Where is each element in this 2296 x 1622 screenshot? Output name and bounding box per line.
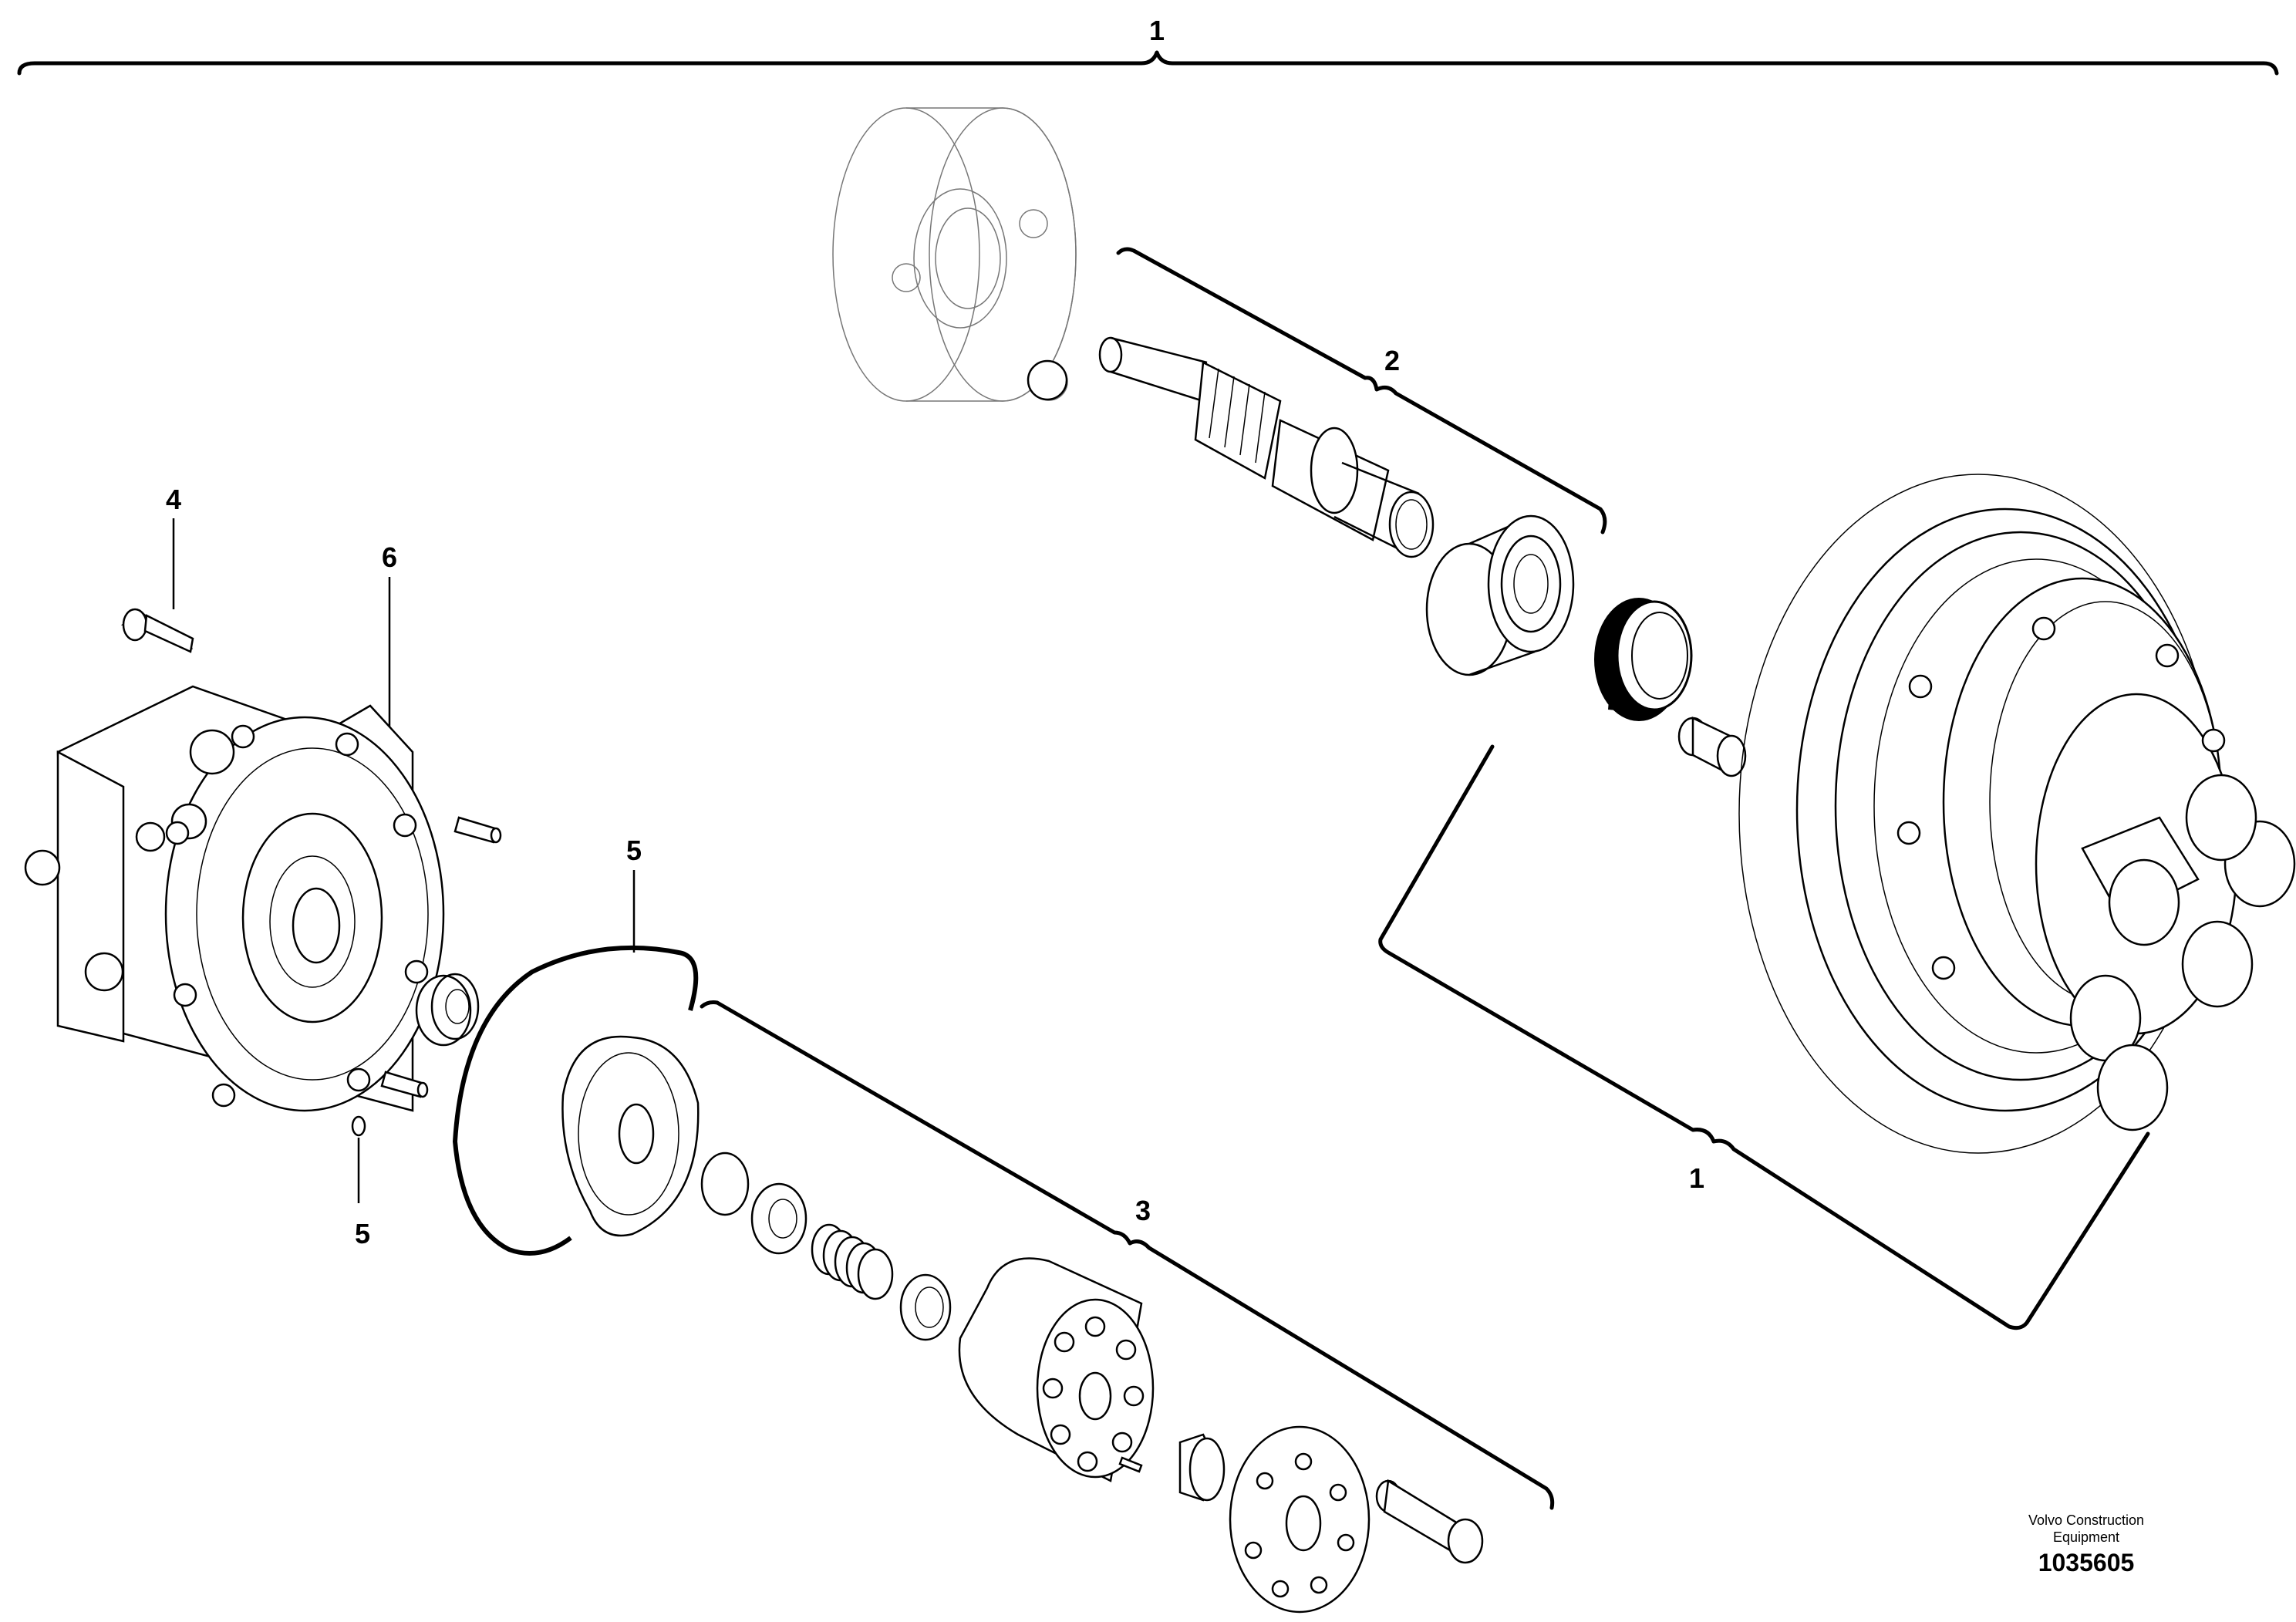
bolt [120, 518, 194, 653]
small-o-ring [351, 1115, 366, 1137]
small-bearing [415, 973, 480, 1047]
cylinder-block [958, 1257, 1155, 1482]
oil-seal [1594, 598, 1693, 721]
motor-housing [24, 685, 445, 1112]
valve-plate [561, 1035, 700, 1237]
ghost-reduction-disc [832, 107, 1077, 402]
callout-cylinder-group: 3 [1135, 1195, 1151, 1226]
callout-o-ring-large: 5 [626, 835, 642, 866]
callout-bolt: 4 [166, 484, 181, 515]
shaft-group-bracket [1116, 247, 1607, 534]
right-assembly-brace [1378, 744, 2150, 1330]
callout-shaft-group: 2 [1384, 345, 1400, 376]
small-bush [1677, 717, 1747, 777]
piston [1375, 1479, 1484, 1564]
dowel-pin-lower [380, 1071, 429, 1098]
large-o-ring [452, 945, 699, 1256]
callout-housing: 6 [382, 541, 397, 573]
drive-shaft [1098, 336, 1435, 558]
final-drive-hub [1738, 474, 2296, 1154]
callout-o-ring-small: 5 [355, 1218, 370, 1249]
callout-assembly-top: 1 [1149, 15, 1165, 46]
steel-ball [1027, 359, 1068, 401]
top-assembly-brace [17, 50, 2279, 76]
document-number: 1035605 [2038, 1549, 2135, 1576]
dowel-pin-upper [453, 816, 502, 844]
guide-pin [1118, 1456, 1143, 1473]
callout-assembly-right: 1 [1689, 1162, 1704, 1194]
brand-line-2: Equipment [2053, 1529, 2119, 1545]
roller-bearing [1425, 514, 1575, 676]
brand-line-1: Volvo Construction [2028, 1512, 2144, 1528]
snap-ring [700, 1152, 750, 1216]
spherical-bush [1178, 1433, 1226, 1502]
compression-spring [811, 1223, 894, 1300]
retainer-plate [1229, 1425, 1371, 1614]
thrust-washer [750, 1182, 807, 1255]
cylinder-group-bracket [700, 1000, 1555, 1510]
